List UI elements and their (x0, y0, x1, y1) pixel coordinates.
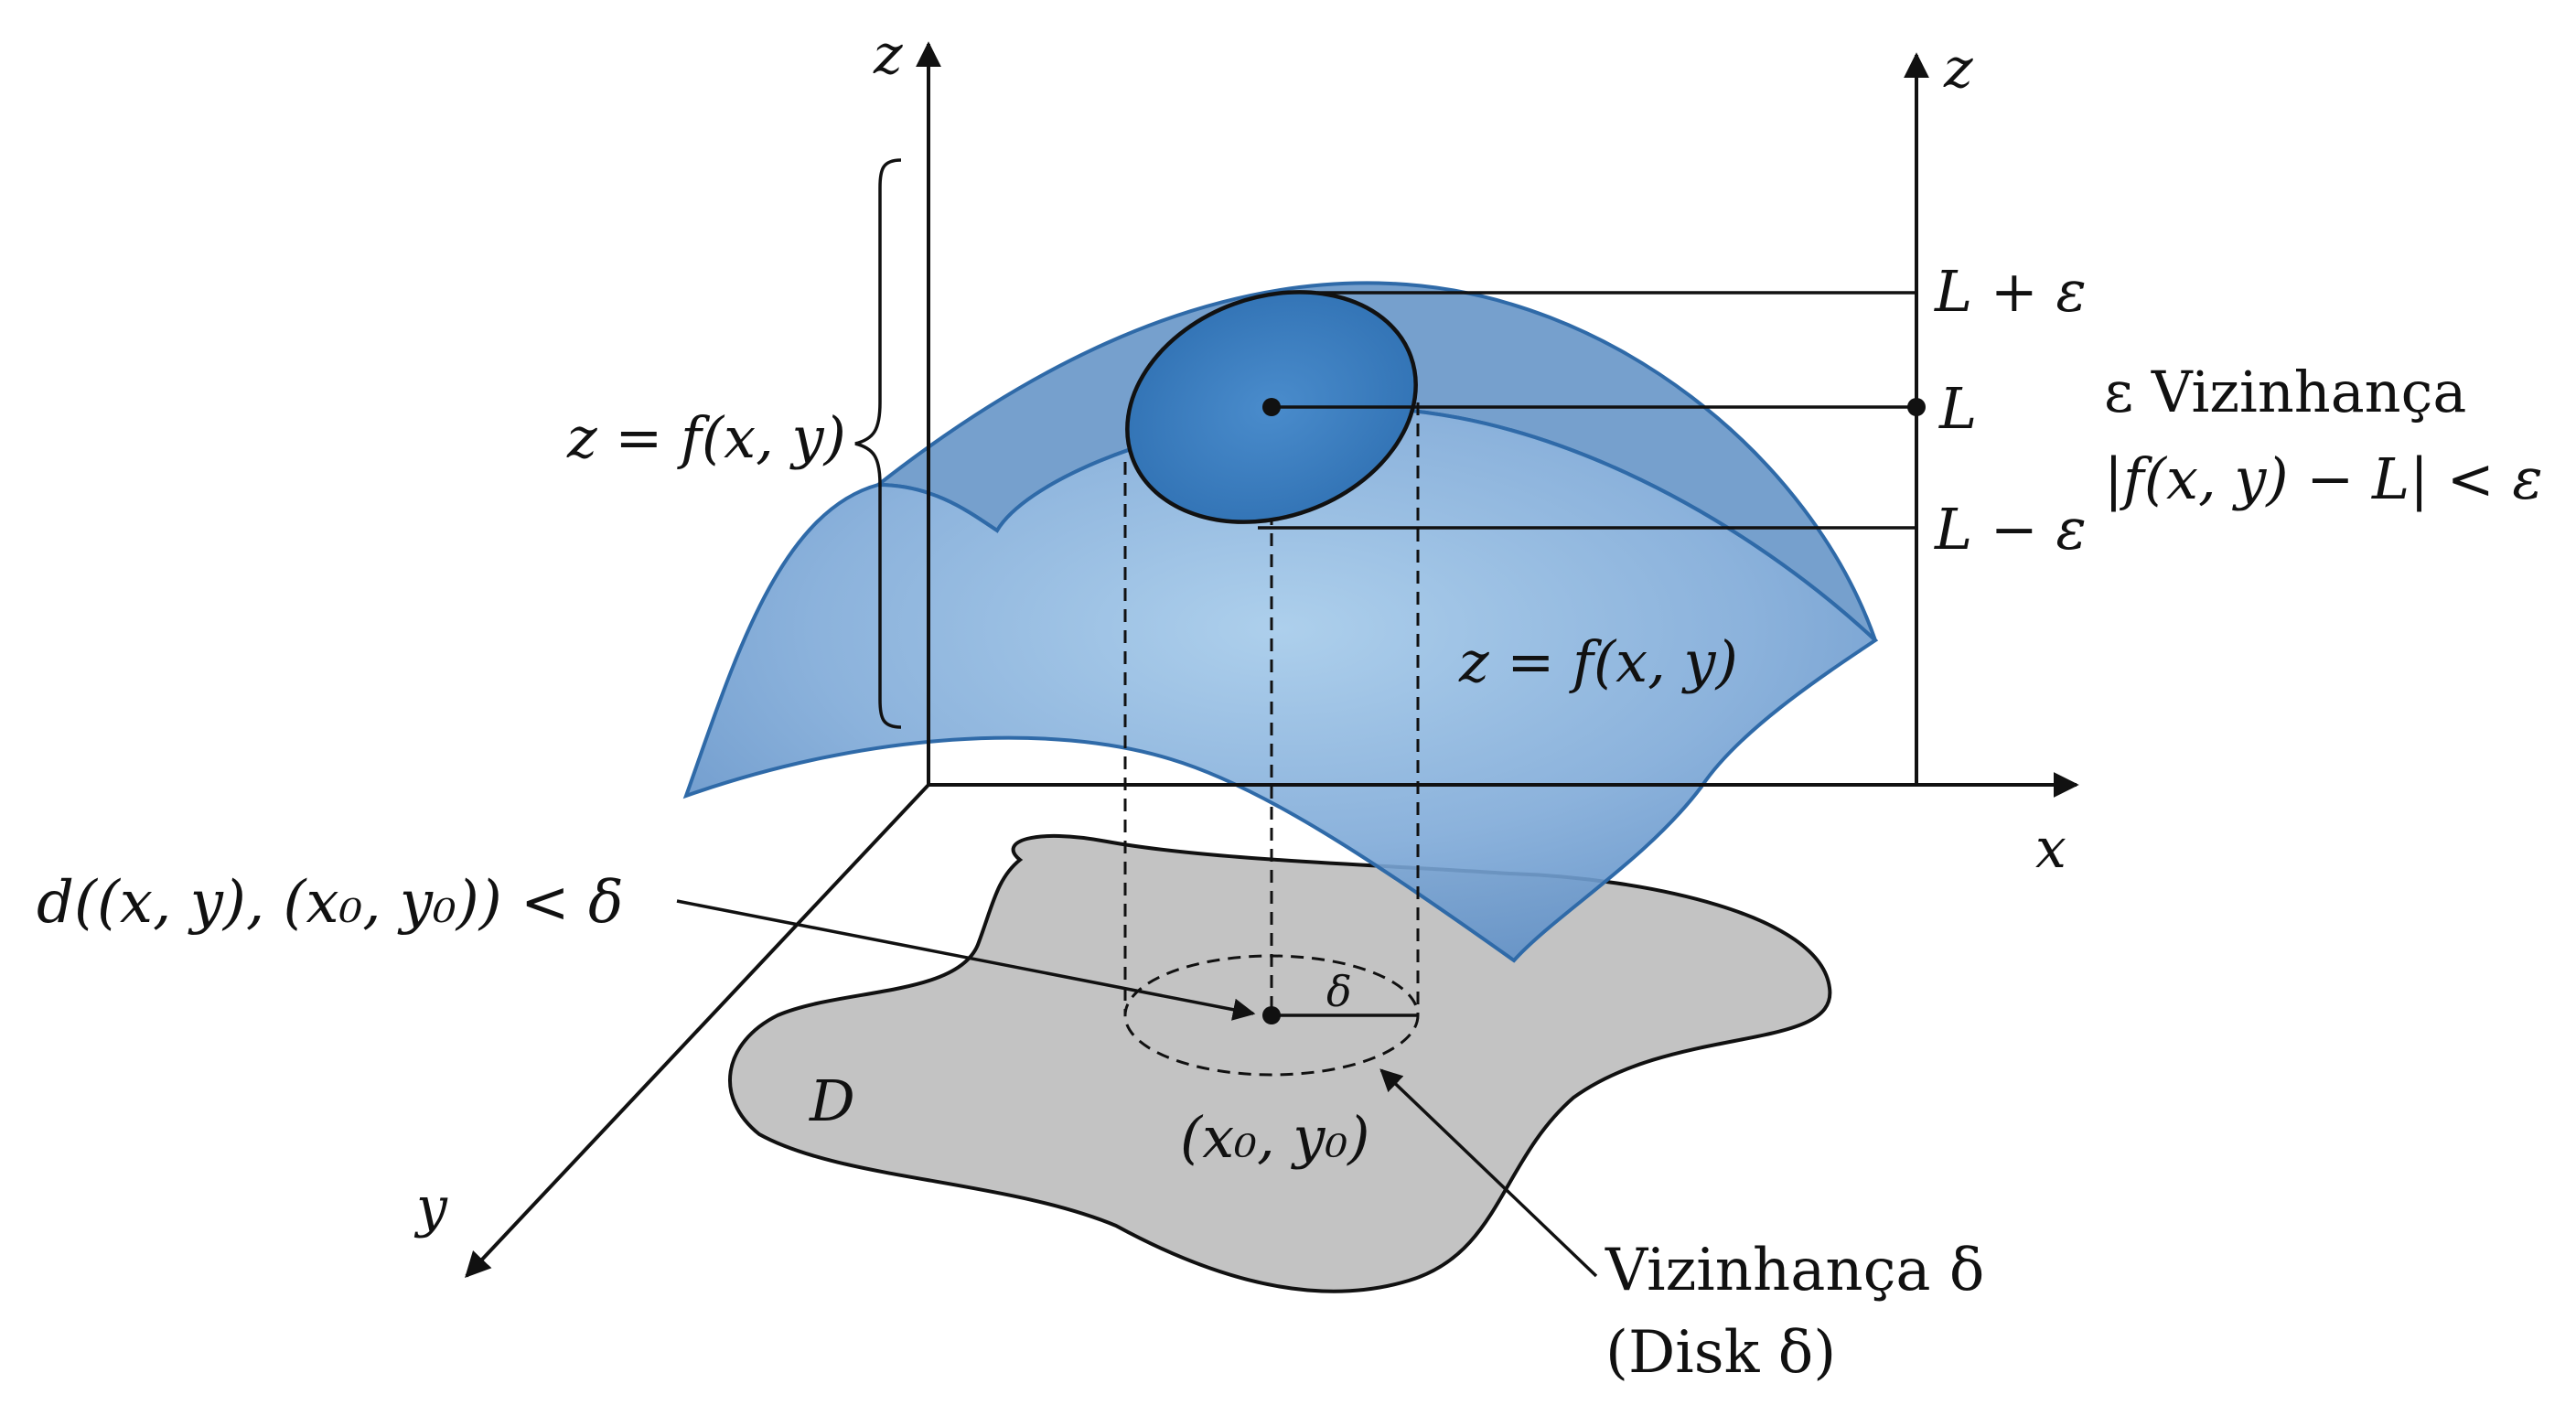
z-axis-right-label: z (1943, 37, 1973, 101)
surface-equation-center: z = f(x, y) (1458, 628, 1738, 695)
surface-point (1262, 398, 1281, 416)
base-point (1262, 1006, 1281, 1024)
x-axis-label: x (2035, 817, 2066, 881)
surface-main (682, 406, 1879, 963)
upper-bound-label: L + ε (1934, 258, 2087, 325)
eps-neighborhood-title: ε Vizinhança (2104, 359, 2466, 425)
y-axis-line (465, 783, 930, 1279)
domain-region (727, 833, 1832, 1293)
distance-arrow (676, 899, 1256, 1021)
delta-disk-label: (Disk δ) (1605, 1319, 1836, 1387)
limit-point (1907, 398, 1926, 416)
distance-condition-label: d((x, y), (x₀, y₀)) < δ (37, 869, 624, 937)
base-point-label: (x₀, y₀) (1180, 1104, 1370, 1171)
delta-neighborhood-arrow (1379, 1068, 1598, 1278)
delta-neighborhood-label: Vizinhança δ (1605, 1237, 1984, 1304)
eps-neighborhood-condition: |f(x, y) − L| < ε (2104, 445, 2543, 512)
surface-equation-left: z = f(x, y) (566, 404, 846, 471)
surface-brace (854, 158, 902, 729)
z-axis-left-label: z (873, 23, 903, 87)
limit-label: L (1938, 375, 1977, 442)
lower-bound-label: L − ε (1934, 496, 2087, 563)
domain-label: D (809, 1067, 855, 1134)
y-axis-label: y (413, 1175, 448, 1239)
delta-radius-label: δ (1326, 967, 1352, 1016)
